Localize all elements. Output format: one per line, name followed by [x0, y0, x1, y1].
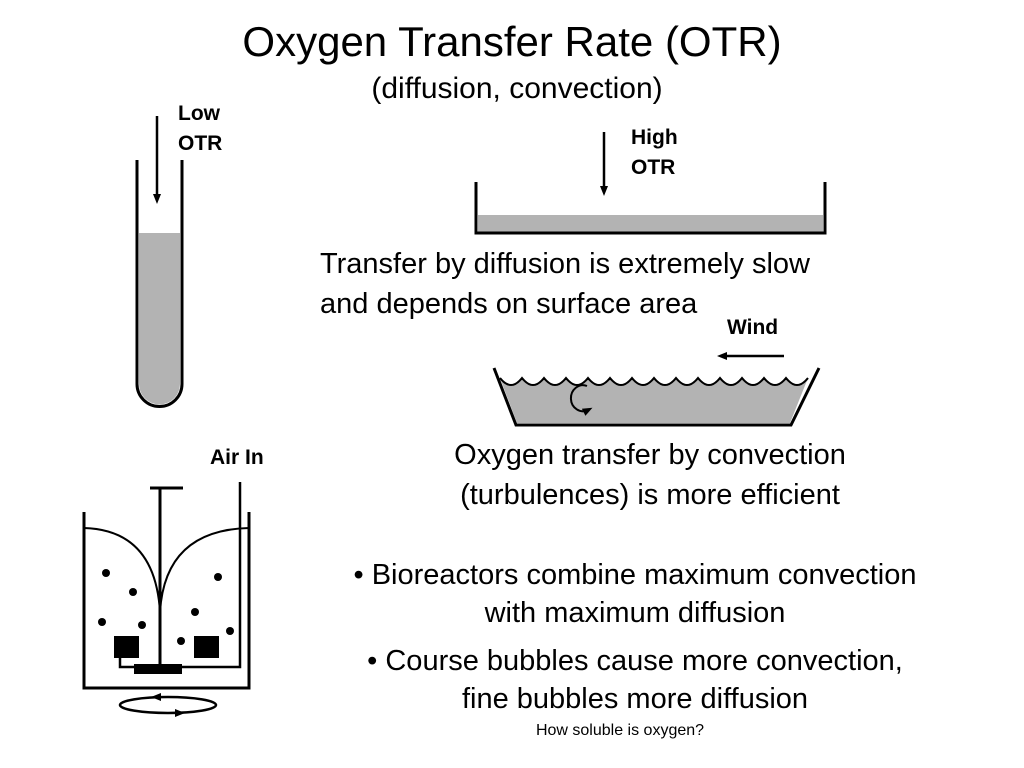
shallow-tray [474, 132, 827, 235]
test-tube-liquid [139, 233, 180, 405]
sparger [134, 664, 182, 674]
diffusion-text: Transfer by diffusion is extremely slow … [320, 248, 810, 320]
impeller-right [194, 636, 219, 658]
convection-text: Oxygen transfer by convection (turbulenc… [454, 439, 846, 511]
rotation-ellipse [118, 695, 218, 715]
tray-outline [474, 182, 827, 235]
convection-basin [492, 352, 821, 427]
bullet-bubbles: • Course bubbles cause more convection, … [367, 645, 903, 715]
footnote: How soluble is oxygen? [535, 722, 705, 739]
basin-liquid [500, 378, 808, 423]
basin-outline [492, 367, 821, 427]
bioreactor [82, 482, 251, 717]
reactor-vortex-surface [83, 527, 250, 613]
page-subtitle: (diffusion, convection) [371, 72, 663, 105]
low-otr-label: Low OTR [178, 102, 223, 155]
air-in-label: Air In [210, 446, 264, 469]
test-tube-outline [135, 160, 184, 408]
bullet-bioreactors: • Bioreactors combine maximum convection… [353, 559, 917, 629]
bubbles [98, 569, 234, 645]
high-otr-label: High OTR [631, 126, 678, 179]
test-tube [135, 116, 184, 408]
reactor-vessel [82, 512, 251, 690]
page-title: Oxygen Transfer Rate (OTR) [242, 18, 782, 65]
wind-label: Wind [727, 316, 779, 339]
wave-surface [499, 376, 809, 386]
eddy-arrow-icon [569, 384, 593, 416]
impeller-left [114, 636, 139, 658]
tray-liquid [478, 215, 823, 232]
